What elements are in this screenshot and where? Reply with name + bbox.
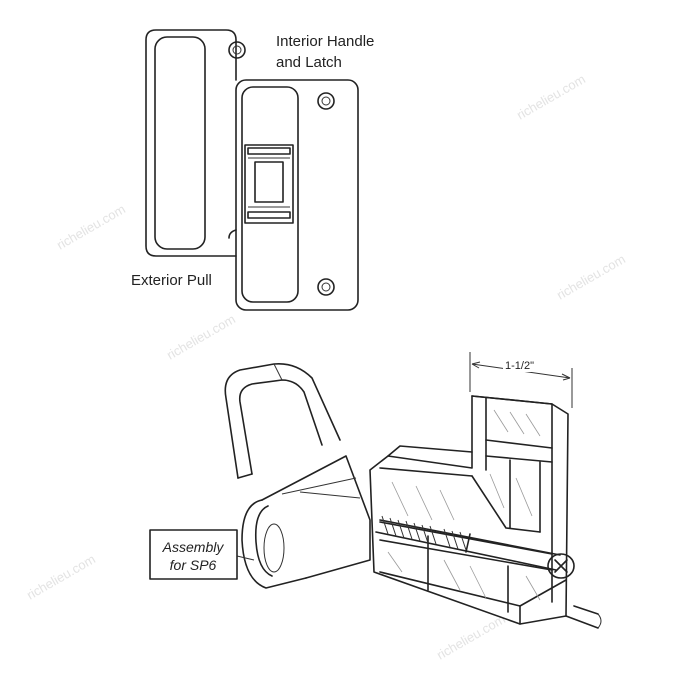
hook-clip	[224, 362, 341, 479]
assembly-label-line2: for SP6	[170, 557, 217, 573]
latch-housing	[241, 455, 371, 589]
assembly-label: Assembly	[162, 539, 225, 555]
dimension-marker: 1-1/2"	[469, 352, 573, 408]
exterior-pull-plate	[145, 29, 246, 257]
dimension-label: 1-1/2"	[505, 360, 534, 372]
watermark-text: richelieu.com	[54, 201, 128, 252]
watermark-text: richelieu.com	[434, 611, 508, 662]
exterior-pull-label: Exterior Pull	[131, 272, 212, 289]
strike-block	[369, 395, 569, 625]
watermark-text: richelieu.com	[514, 71, 588, 122]
interior-handle-label-line2: and Latch	[276, 54, 342, 71]
watermark-text: richelieu.com	[554, 251, 628, 302]
door-rod	[565, 605, 602, 629]
spring-and-screw	[375, 515, 575, 579]
interior-handle-label: Interior Handle	[276, 33, 374, 50]
assembly-label-box: Assembly for SP6	[149, 529, 255, 580]
interior-handle-plate	[235, 79, 359, 311]
watermark-text: richelieu.com	[24, 551, 98, 602]
watermark-text: richelieu.com	[164, 311, 238, 362]
